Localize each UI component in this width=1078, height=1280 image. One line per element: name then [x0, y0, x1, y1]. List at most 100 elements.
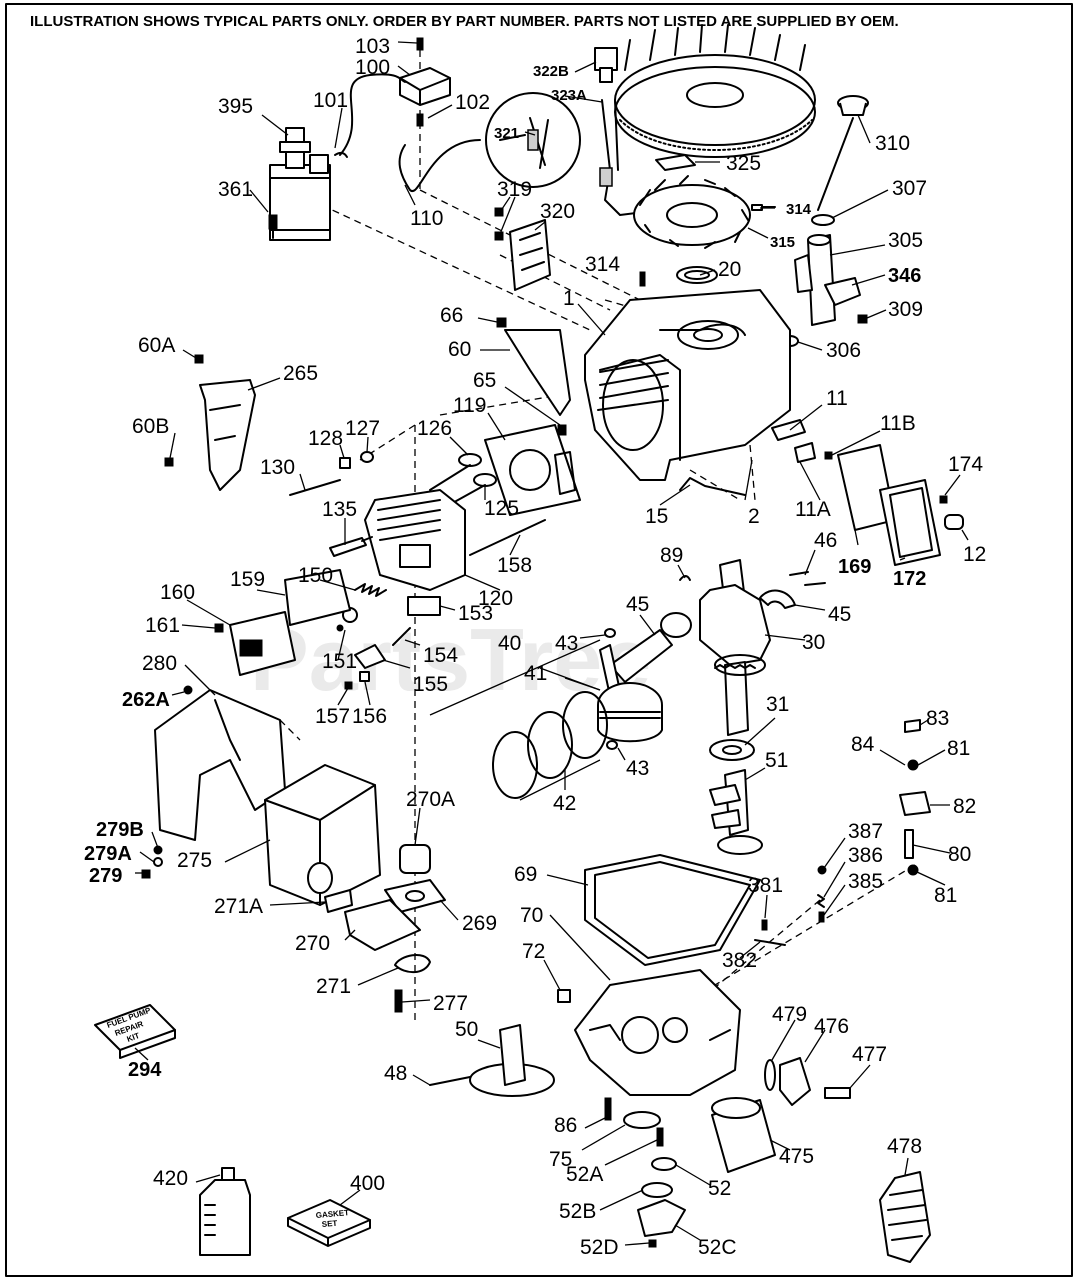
- screw-279-graphic: [141, 869, 151, 879]
- bolt-83-graphic: [904, 719, 921, 733]
- part-label: 153: [458, 602, 493, 625]
- kit-fuel-pump-line3: KIT: [126, 1031, 141, 1044]
- starter-motor-graphic: [269, 127, 348, 241]
- part-label: 119: [453, 394, 486, 417]
- flywheel-graphic: [614, 24, 816, 158]
- part-label: 41: [524, 662, 547, 685]
- part-label: 307: [892, 177, 927, 200]
- key-325-graphic: [655, 154, 696, 171]
- gasket-set-400-graphic: GASKET SET: [287, 1199, 371, 1247]
- part-label: 270: [295, 932, 330, 955]
- part-label: 158: [497, 554, 532, 577]
- part-label: 83: [926, 707, 949, 730]
- part-label: 381: [748, 874, 783, 897]
- part-label: 45: [828, 603, 851, 626]
- shield-60-graphic: [504, 329, 571, 416]
- rocker-cover-160-graphic: [229, 611, 296, 676]
- part-270A-graphic: [399, 844, 431, 874]
- part-label: 42: [553, 792, 576, 815]
- part-label: 60: [448, 338, 471, 361]
- head-gasket-119-graphic: [484, 424, 581, 516]
- part-label: 43: [555, 632, 578, 655]
- baffle-265-graphic: [199, 379, 256, 491]
- part-385-graphic: [818, 911, 825, 923]
- plug-12-graphic: [944, 514, 964, 530]
- part-label: 15: [645, 505, 668, 528]
- part-label: 269: [462, 912, 497, 935]
- part-52-graphic: [651, 1157, 677, 1171]
- crankcase-1-graphic: [584, 289, 791, 481]
- leader-lines: [134, 41, 969, 1246]
- clip-43-top-graphic: [604, 628, 616, 638]
- screw-319-b-graphic: [494, 231, 504, 241]
- part-label: 120: [478, 587, 513, 610]
- part-label: 102: [455, 91, 490, 114]
- shaft-80-graphic: [904, 829, 914, 859]
- dipstick-310-graphic: [817, 95, 869, 211]
- part-label: 309: [888, 298, 923, 321]
- part-label: 395: [218, 95, 253, 118]
- part-label: 314: [786, 201, 812, 218]
- part-label: 361: [218, 178, 253, 201]
- part-label: 45: [626, 593, 649, 616]
- part-label: 43: [626, 757, 649, 780]
- part-label: 280: [142, 652, 177, 675]
- piston-rings-42-graphic: [429, 639, 608, 801]
- part-label: 314: [585, 253, 620, 276]
- part-label: 156: [352, 705, 387, 728]
- screw-66-graphic: [496, 317, 507, 328]
- part-label: 81: [947, 737, 970, 760]
- connector-323A-graphic: [599, 167, 613, 187]
- part-label: 172: [893, 568, 926, 590]
- part-label: 420: [153, 1167, 188, 1190]
- piston-41-graphic: [597, 682, 663, 743]
- adapter-476-graphic: [779, 1057, 811, 1106]
- part-label: 400: [350, 1172, 385, 1195]
- bolt-130-graphic: [289, 479, 341, 496]
- oil-filter-475-graphic: [711, 1097, 776, 1173]
- plate-52C-graphic: [637, 1199, 686, 1237]
- part-label: 161: [145, 614, 180, 637]
- part-label: 80: [948, 843, 971, 866]
- part-label: 151: [322, 650, 357, 673]
- crankshaft-30-graphic: [699, 559, 771, 736]
- part-label: 320: [540, 200, 575, 223]
- o-ring-479-graphic: [764, 1059, 776, 1091]
- bolt-86-graphic: [604, 1097, 612, 1121]
- seal-75-graphic: [623, 1111, 661, 1129]
- part-label: 478: [887, 1135, 922, 1158]
- bolt-477-graphic: [824, 1087, 851, 1099]
- part-label: 479: [772, 1003, 807, 1026]
- part-label: 475: [779, 1145, 814, 1168]
- pin-48-graphic: [429, 1076, 471, 1086]
- stator-315-graphic: [633, 175, 751, 249]
- part-label: 135: [322, 498, 357, 521]
- part-label: 101: [313, 89, 348, 112]
- part-number-labels: 103 100 101 102 395 361 110 322B 323A 32…: [84, 35, 986, 1259]
- part-label: 11A: [795, 498, 831, 521]
- part-label: 65: [473, 369, 496, 392]
- gasket-52B-graphic: [641, 1182, 673, 1198]
- part-label: 81: [934, 884, 957, 907]
- part-label: 72: [522, 940, 545, 963]
- spring-150-graphic: [354, 583, 387, 597]
- part-label: 60A: [138, 334, 175, 357]
- part-label: 386: [848, 844, 883, 867]
- part-label: 271A: [214, 895, 263, 918]
- oil-bottle-420-graphic: [199, 1167, 251, 1256]
- washer-81-top-graphic: [907, 759, 919, 771]
- part-label: 306: [826, 339, 861, 362]
- bolt-277-graphic: [394, 989, 403, 1013]
- rectifier-320-graphic: [509, 219, 551, 291]
- part-label: 346: [888, 265, 921, 287]
- part-label: 128: [308, 427, 343, 450]
- part-82-graphic: [899, 791, 931, 816]
- nut-128-graphic: [339, 457, 351, 469]
- part-label: 305: [888, 229, 923, 252]
- bolt-314-top-graphic: [751, 204, 776, 211]
- screw-52D-graphic: [648, 1239, 657, 1248]
- part-label: 125: [484, 497, 519, 520]
- part-label: 477: [852, 1043, 887, 1066]
- screw-103-graphic: [416, 37, 424, 51]
- wire-101-graphic: [339, 73, 406, 156]
